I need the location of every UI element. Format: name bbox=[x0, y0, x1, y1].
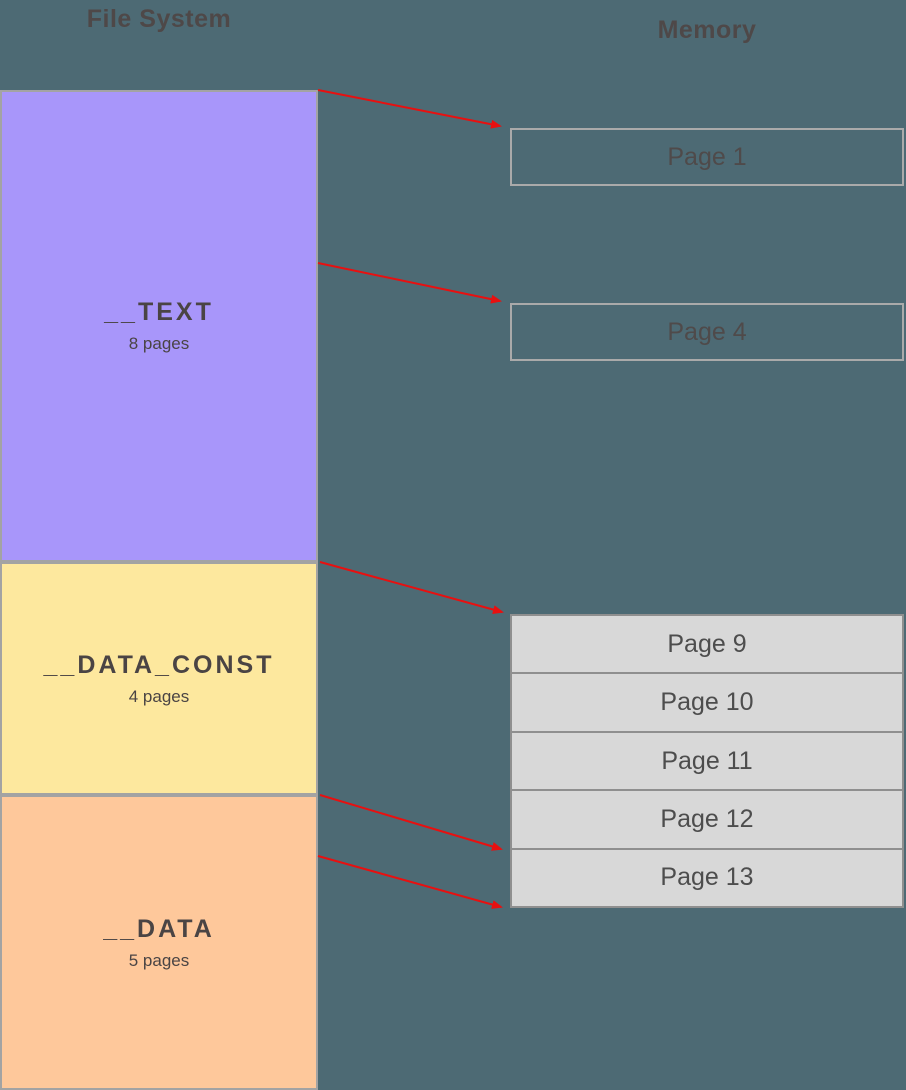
memory-page-10-row: Page 10 bbox=[512, 674, 902, 733]
memory-page-9-row: Page 9 bbox=[512, 616, 902, 675]
segment-data-const-block: __DATA_CONST 4 pages bbox=[0, 562, 318, 795]
memory-page-11-row: Page 11 bbox=[512, 733, 902, 792]
segment-data-page-count: 5 pages bbox=[128, 950, 190, 970]
memory-column-title: Memory bbox=[657, 16, 757, 44]
segment-text-block: __TEXT 8 pages bbox=[0, 90, 318, 562]
segment-data-label: __DATA bbox=[103, 914, 215, 943]
memory-resident-page-stack: Page 9 Page 10 Page 11 Page 12 Page 13 bbox=[510, 614, 904, 908]
file-system-column-title: File System bbox=[86, 5, 232, 33]
memory-page-13-label: Page 13 bbox=[660, 863, 754, 892]
segment-text-label: __TEXT bbox=[104, 298, 214, 326]
arrow-data-const-to-page9 bbox=[319, 561, 504, 614]
segment-data-block: __DATA 5 pages bbox=[0, 795, 318, 1090]
segment-text-page-count: 8 pages bbox=[128, 334, 190, 353]
segment-data-const-label: __DATA_CONST bbox=[43, 650, 275, 679]
arrow-data-to-page13-top bbox=[319, 794, 503, 851]
memory-page-11-label: Page 11 bbox=[661, 746, 753, 775]
arrow-data-to-page13-bottom bbox=[317, 855, 503, 909]
arrow-text-to-page1 bbox=[317, 89, 502, 129]
memory-page-1-box: Page 1 bbox=[510, 128, 904, 186]
memory-page-13-row: Page 13 bbox=[512, 850, 902, 906]
memory-page-10-label: Page 10 bbox=[660, 688, 754, 717]
memory-page-4-box: Page 4 bbox=[510, 303, 904, 361]
memory-page-12-row: Page 12 bbox=[512, 791, 902, 850]
segment-data-const-page-count: 4 pages bbox=[128, 686, 190, 706]
memory-page-1-label: Page 1 bbox=[667, 142, 747, 171]
arrow-text-to-page4 bbox=[317, 262, 502, 304]
memory-page-4-label: Page 4 bbox=[667, 317, 747, 346]
memory-page-9-label: Page 9 bbox=[667, 629, 747, 658]
memory-page-12-label: Page 12 bbox=[660, 804, 754, 833]
